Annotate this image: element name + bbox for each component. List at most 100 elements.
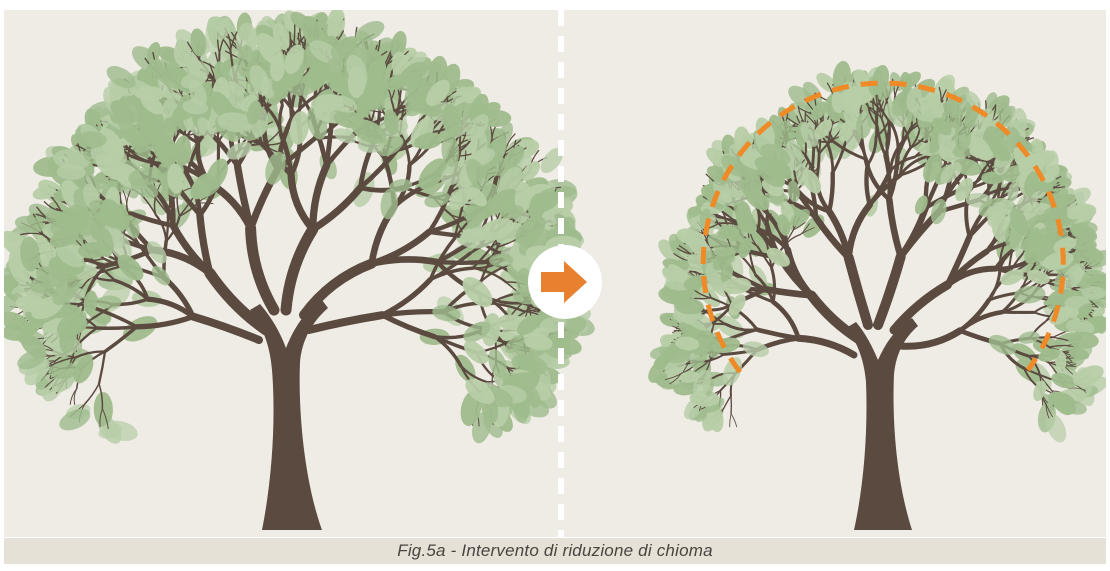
right-arrow-icon [528, 245, 602, 319]
branch [770, 299, 801, 341]
leaf [56, 310, 87, 336]
branch [432, 334, 463, 368]
branch [278, 103, 284, 137]
leaf [712, 246, 736, 271]
branch [428, 236, 457, 282]
leaf [97, 295, 122, 309]
leaf [170, 142, 191, 164]
leaf [1042, 251, 1074, 271]
trunk-after [846, 318, 918, 530]
branch [896, 125, 913, 159]
branch [189, 312, 263, 344]
leaf [256, 33, 283, 65]
leaf [432, 305, 461, 322]
leaf [73, 355, 94, 384]
leaf [265, 151, 286, 185]
leaf [226, 141, 252, 160]
leaf [380, 188, 398, 220]
leaf [720, 262, 734, 284]
leaf [516, 314, 541, 336]
leaf [928, 134, 942, 154]
leaf [991, 211, 1009, 243]
leaf [407, 80, 426, 113]
branch [669, 373, 682, 385]
leaf [954, 121, 972, 152]
branch [103, 325, 139, 354]
leaf [384, 74, 408, 91]
branch [793, 222, 806, 231]
leaf [143, 59, 163, 88]
leaf [1068, 347, 1090, 360]
branch [95, 325, 139, 331]
branch [759, 214, 767, 228]
trunk-before [250, 300, 328, 530]
leaf [135, 85, 165, 102]
leaf [389, 179, 413, 193]
branch [1052, 336, 1070, 342]
leaf [481, 313, 501, 347]
leaf [106, 66, 136, 89]
branch [358, 148, 399, 191]
branch [866, 135, 878, 166]
leaf [1005, 218, 1024, 250]
leaf [52, 275, 80, 306]
leaf [505, 335, 525, 354]
leaf [1049, 188, 1069, 204]
leaf [1073, 365, 1104, 387]
branch [827, 171, 835, 214]
branch [673, 252, 688, 262]
branch [1023, 367, 1052, 380]
branch [724, 322, 759, 332]
leaf [426, 79, 450, 107]
branch [165, 212, 170, 243]
branch [664, 373, 682, 380]
leaf [766, 247, 790, 267]
leaf [83, 290, 98, 315]
leaf [111, 99, 144, 123]
leaf [988, 334, 1017, 355]
branch [845, 201, 873, 261]
branch [128, 211, 176, 229]
leaf [500, 205, 524, 219]
leaf [1043, 165, 1060, 183]
branch [693, 289, 712, 299]
leaf [742, 341, 769, 358]
leaf [717, 226, 739, 239]
branch [730, 413, 738, 428]
leaf [518, 228, 551, 256]
leaf [151, 266, 171, 286]
branch [896, 327, 964, 350]
leaf [371, 58, 387, 86]
leaf [679, 371, 700, 383]
leaf [329, 95, 358, 113]
branch [178, 198, 194, 217]
branch [176, 194, 181, 217]
branch [101, 408, 109, 430]
leaf [1028, 227, 1041, 250]
branch [504, 139, 522, 153]
leaf [301, 15, 324, 49]
branch [428, 266, 475, 282]
leaf [521, 161, 541, 182]
branch [165, 215, 181, 243]
branch [43, 201, 62, 212]
branch [280, 223, 319, 316]
leaf [1013, 285, 1046, 304]
leaf [1068, 331, 1099, 349]
leaf [1024, 171, 1039, 197]
leaf [733, 201, 753, 226]
leaf [465, 378, 495, 405]
leaf [441, 135, 460, 167]
branch [867, 106, 879, 128]
leaf [841, 87, 875, 106]
leaf [487, 188, 517, 214]
branch [722, 394, 732, 411]
leaf [516, 267, 533, 297]
branch [471, 244, 494, 270]
branch [196, 211, 214, 277]
branch [831, 143, 847, 175]
leaf [167, 163, 184, 194]
leaf [787, 180, 800, 203]
leaf [877, 81, 895, 101]
branch [204, 267, 272, 336]
